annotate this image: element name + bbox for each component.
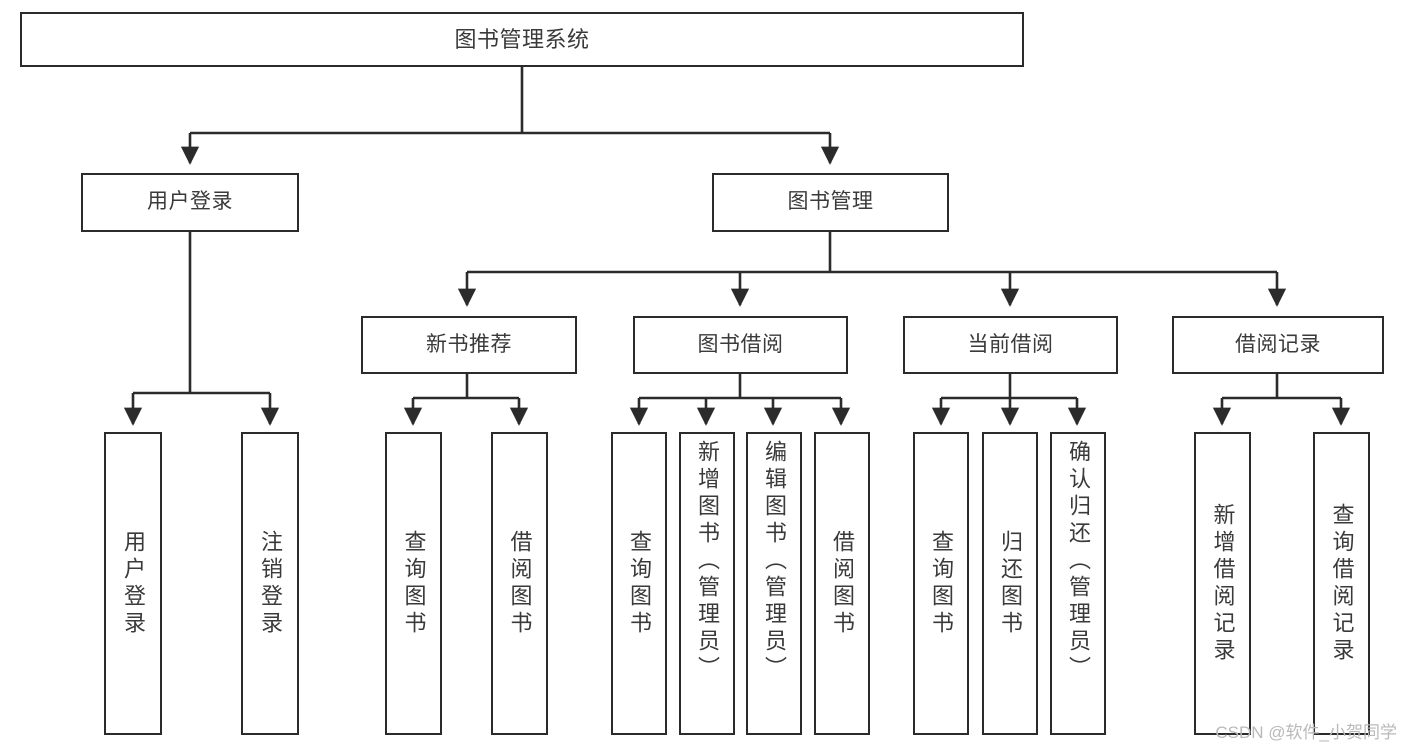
node-label: 借阅记录: [1235, 332, 1321, 356]
node-user-login[interactable]: 用户登录: [81, 173, 299, 232]
node-label: 图书管理: [787, 190, 874, 214]
node-label: 新书推荐: [426, 332, 512, 356]
leaf-logout[interactable]: 注销登录: [241, 432, 299, 735]
node-label: 查询图书: [627, 529, 652, 638]
node-label: 查询图书: [401, 529, 427, 638]
node-root-library-system[interactable]: 图书管理系统: [20, 12, 1024, 67]
watermark-text: CSDN @软件_小贺同学: [1215, 723, 1397, 742]
leaf-borrow-book-1[interactable]: 借阅图书: [491, 432, 548, 735]
leaf-edit-book-admin[interactable]: 编辑图书（管理员）: [746, 432, 802, 735]
node-label: 确认归还（管理员）: [1066, 440, 1091, 683]
leaf-return-book[interactable]: 归还图书: [982, 432, 1038, 735]
node-label: 借阅图书: [507, 529, 533, 638]
node-current-borrow[interactable]: 当前借阅: [903, 316, 1118, 374]
leaf-confirm-return-admin[interactable]: 确认归还（管理员）: [1050, 432, 1106, 735]
leaf-query-book-1[interactable]: 查询图书: [385, 432, 442, 735]
node-label: 注销登录: [258, 529, 283, 638]
node-book-management[interactable]: 图书管理: [712, 173, 949, 232]
node-label: 归还图书: [998, 529, 1023, 638]
node-label: 借阅图书: [830, 529, 855, 638]
leaf-query-book-3[interactable]: 查询图书: [913, 432, 969, 735]
leaf-add-borrow-record[interactable]: 新增借阅记录: [1194, 432, 1251, 735]
node-label: 当前借阅: [967, 332, 1054, 356]
node-label: 编辑图书（管理员）: [762, 440, 787, 683]
node-label: 查询借阅记录: [1329, 502, 1355, 665]
node-label: 查询图书: [929, 529, 954, 638]
node-label: 新增借阅记录: [1210, 502, 1236, 665]
node-label: 用户登录: [147, 190, 233, 214]
leaf-user-login[interactable]: 用户登录: [104, 432, 162, 735]
node-label: 用户登录: [121, 529, 146, 638]
leaf-borrow-book-2[interactable]: 借阅图书: [814, 432, 870, 735]
node-label: 新增图书（管理员）: [695, 440, 720, 683]
node-new-book-recommendation[interactable]: 新书推荐: [361, 316, 577, 374]
node-label: 图书借阅: [697, 332, 784, 356]
leaf-query-borrow-record[interactable]: 查询借阅记录: [1313, 432, 1370, 735]
node-borrow-record[interactable]: 借阅记录: [1172, 316, 1384, 374]
node-book-borrow[interactable]: 图书借阅: [633, 316, 848, 374]
leaf-query-book-2[interactable]: 查询图书: [611, 432, 667, 735]
node-label: 图书管理系统: [454, 26, 590, 52]
leaf-add-book-admin[interactable]: 新增图书（管理员）: [679, 432, 735, 735]
